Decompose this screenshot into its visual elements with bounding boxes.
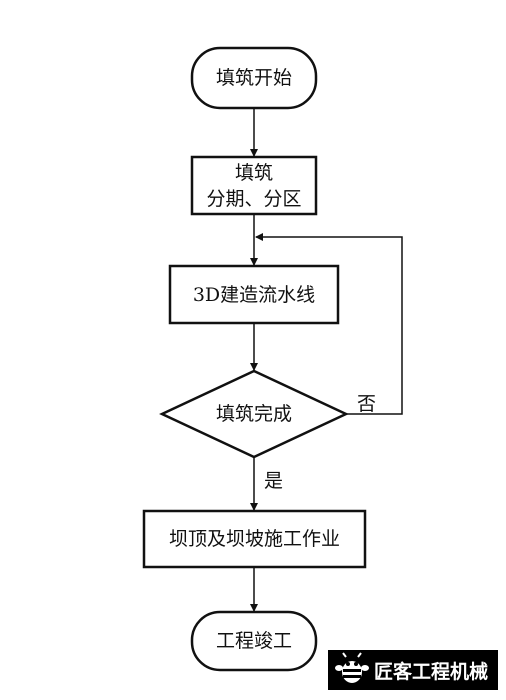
- edge-label-no: 否: [357, 393, 377, 415]
- watermark-text: 匠客工程机械: [374, 660, 489, 683]
- crest-works-label: 坝顶及坝坡施工作业: [168, 528, 340, 550]
- watermark-badge: 匠客工程机械: [328, 650, 498, 690]
- arrow-decision-no-loop: [255, 233, 403, 415]
- start-label: 填筑开始: [215, 67, 292, 89]
- staging-process-shape: [190, 155, 318, 216]
- pipeline-label: 3D建造流水线: [192, 284, 316, 306]
- end-terminal-shape: [190, 610, 318, 672]
- staging-label-line2: 分期、分区: [206, 188, 302, 210]
- bee-mascot-icon: [335, 652, 369, 683]
- edge-label-yes: 是: [264, 470, 284, 492]
- pipeline-process-shape: [168, 264, 340, 325]
- end-label: 工程竣工: [215, 630, 292, 652]
- staging-label-line1: 填筑: [234, 162, 273, 184]
- crest-works-process-shape: [142, 509, 367, 569]
- decision-label: 填筑完成: [215, 403, 292, 425]
